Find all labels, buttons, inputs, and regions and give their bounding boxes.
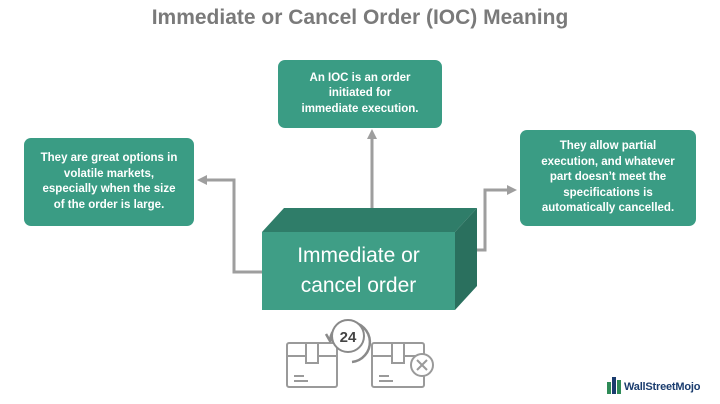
wallstreetmojo-logo-icon xyxy=(607,377,621,394)
cube-front-face xyxy=(262,232,455,310)
wallstreetmojo-logo: WallStreetMojo xyxy=(624,381,700,393)
info-box-volatile-markets: They are great options in volatile marke… xyxy=(24,138,194,226)
info-box-partial-execution: They allow partial execution, and whatev… xyxy=(520,130,696,226)
center-box-label: Immediate or cancel order xyxy=(262,232,455,310)
center-box-text: Immediate or cancel order xyxy=(297,244,420,297)
package-icon xyxy=(286,342,338,388)
info-box-definition: An IOC is an order initiated for immedia… xyxy=(278,60,442,128)
connector-left xyxy=(197,175,262,274)
cube-top-face xyxy=(262,208,477,232)
cube-side-face xyxy=(455,208,477,310)
info-box-definition-text: An IOC is an order initiated for immedia… xyxy=(301,71,419,115)
center-cube xyxy=(262,208,477,310)
clock-badge-label: 24 xyxy=(340,329,357,346)
cancelled-package-icon xyxy=(371,342,434,388)
info-box-partial-execution-text: They allow partial execution, and whatev… xyxy=(541,140,675,215)
logo-text: WallStreetMojo xyxy=(624,381,701,393)
page-title: Immediate or Cancel Order (IOC) Meaning xyxy=(151,6,569,29)
info-box-volatile-markets-text: They are great options in volatile marke… xyxy=(40,152,178,211)
clock-24-icon: 24 xyxy=(324,319,372,364)
